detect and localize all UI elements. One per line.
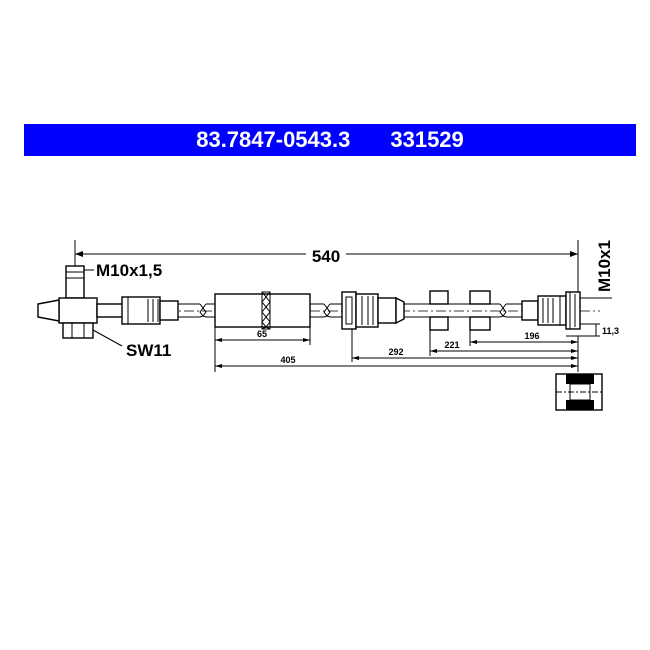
dimension-292-label: 292 xyxy=(388,347,403,357)
dimension-405-label: 405 xyxy=(280,355,295,365)
hose xyxy=(178,303,522,318)
dimension-65: 65 xyxy=(214,327,311,345)
left-crimp-ferrule xyxy=(121,296,179,325)
banjo-fitting xyxy=(37,265,124,339)
thread-left-label: M10x1,5 xyxy=(96,261,162,280)
dimension-196-label: 196 xyxy=(524,331,539,341)
thread-right-label: M10x1 xyxy=(595,240,614,292)
dimension-65-label: 65 xyxy=(257,329,267,339)
dimension-11-3: 11,3 xyxy=(566,323,619,337)
section-detail xyxy=(555,373,603,411)
bracket-grommet xyxy=(341,291,405,330)
part-number: 83.7847-0543.3 xyxy=(196,127,351,152)
reference-number: 331529 xyxy=(390,127,464,152)
thread-left-callout: M10x1,5 xyxy=(84,261,162,280)
dimension-221-label: 221 xyxy=(444,340,459,350)
thread-right-callout: M10x1 xyxy=(580,240,614,299)
protective-sleeve xyxy=(214,291,311,330)
wrench-size-label: SW11 xyxy=(126,341,171,360)
dimension-292: 292 xyxy=(351,329,578,362)
dimension-196: 196 xyxy=(469,330,578,346)
hose-clamp-1 xyxy=(429,290,449,331)
title-bar: 83.7847-0543.3 331529 xyxy=(24,124,636,156)
hose-clamp-2 xyxy=(469,290,491,331)
dimension-11-3-label: 11,3 xyxy=(602,326,619,336)
dimension-540-label: 540 xyxy=(312,247,340,266)
right-tube-nut xyxy=(565,291,581,330)
dimension-405: 405 xyxy=(214,336,579,372)
right-crimp-ferrule xyxy=(521,295,567,326)
dimension-540: 540 xyxy=(74,240,579,292)
wrench-size-callout: SW11 xyxy=(92,329,171,360)
dimension-221: 221 xyxy=(429,330,578,356)
